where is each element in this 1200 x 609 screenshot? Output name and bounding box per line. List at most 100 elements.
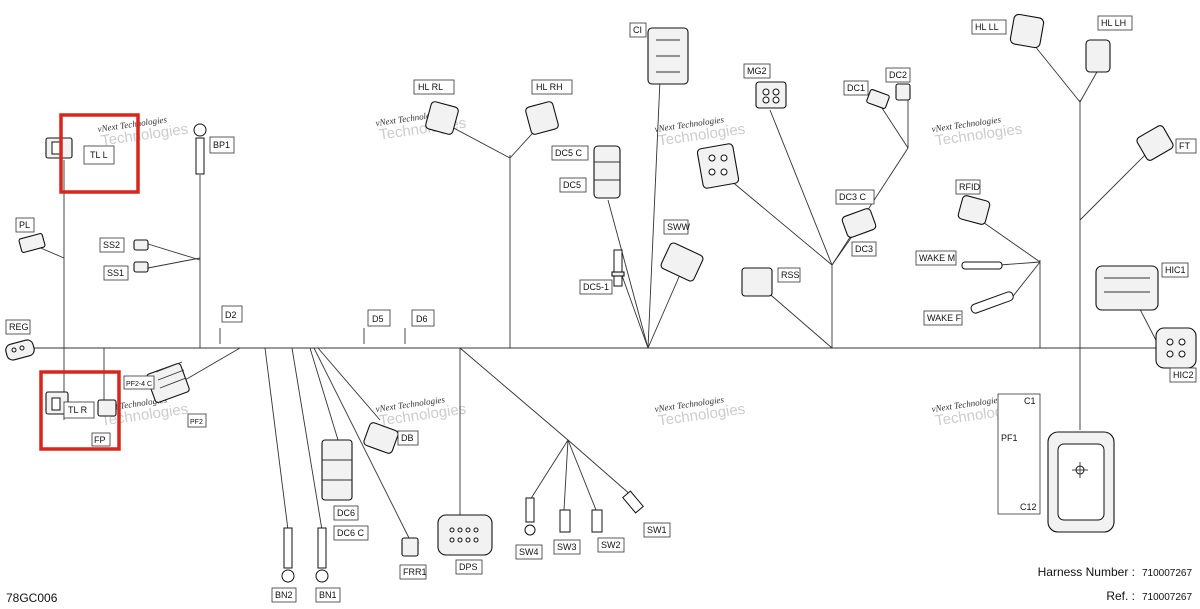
- connector-tl-l[interactable]: [45, 137, 73, 159]
- terminal-sw2[interactable]: [591, 509, 603, 533]
- connector-sww[interactable]: [660, 242, 704, 283]
- connector-db[interactable]: [363, 422, 399, 455]
- diagram-code: 78GC006: [6, 591, 58, 605]
- wire-pf2: [184, 347, 241, 381]
- label-sw1: SW1: [647, 525, 667, 535]
- wire-sw2: [567, 439, 597, 511]
- wire-hl-ll: [1029, 39, 1081, 103]
- terminal-dc5-1[interactable]: [611, 249, 625, 287]
- connector-mg[interactable]: [696, 143, 740, 189]
- terminal-bn2[interactable]: [281, 527, 295, 583]
- harness-number-label: Harness Number :: [1038, 565, 1135, 579]
- label-pf2: PF2: [190, 419, 203, 426]
- connector-pl[interactable]: [18, 233, 46, 253]
- label-rss: RSS: [781, 270, 800, 280]
- label-dps: DPS: [459, 562, 478, 572]
- wire-hl-lh: [1079, 69, 1099, 103]
- wire-sw3: [563, 439, 569, 511]
- label-box: [643, 522, 671, 538]
- connector-dc1[interactable]: [866, 89, 890, 109]
- wire-wake-m: [999, 261, 1041, 266]
- label-box: [399, 564, 427, 580]
- labels: TL L BP1 PL SS2 SS1 REG D2 TL R FP PF2-4…: [5, 15, 1197, 603]
- connector-hl-rh[interactable]: [525, 101, 559, 135]
- connector-tl-r[interactable]: [45, 391, 69, 415]
- connector-mg2[interactable]: [755, 81, 787, 109]
- connector-ss2[interactable]: [133, 239, 149, 251]
- label-dc6: DC6: [337, 508, 355, 518]
- wire-dc5-1: [619, 269, 649, 349]
- label-dc1: DC1: [847, 83, 865, 93]
- label-dc6-c: DC6 C: [337, 528, 365, 538]
- connector-hl-lh[interactable]: [1085, 39, 1111, 73]
- label-box: [559, 177, 587, 193]
- connector-dc2[interactable]: [895, 83, 911, 101]
- connector-ss1[interactable]: [133, 261, 149, 273]
- label-box: [1169, 367, 1197, 383]
- connector-ci[interactable]: [647, 27, 689, 85]
- label-box: [629, 22, 647, 38]
- connector-hic1[interactable]: [1095, 265, 1159, 311]
- wire-sw4: [529, 439, 569, 501]
- label-hl-rl: HL RL: [418, 82, 443, 92]
- harness-number-value: 710007267: [1142, 568, 1192, 579]
- connector-dc5[interactable]: [593, 145, 621, 199]
- connector-ft[interactable]: [1136, 124, 1175, 162]
- label-box: [579, 279, 613, 295]
- connector-dc6[interactable]: [321, 439, 353, 501]
- label-box: [333, 505, 359, 521]
- label-box: [5, 319, 31, 335]
- label-box: [1175, 138, 1197, 154]
- connector-reg[interactable]: [4, 339, 35, 362]
- connector-hl-ll[interactable]: [1009, 13, 1045, 49]
- label-dc3-c: DC3 C: [839, 192, 867, 202]
- connector-rss[interactable]: [741, 267, 773, 297]
- label-hl-ll: HL LL: [975, 22, 999, 32]
- label-box: [851, 241, 877, 257]
- wire-rss: [764, 289, 833, 349]
- connector-dps[interactable]: [437, 514, 493, 556]
- terminal-wake-m[interactable]: [961, 261, 1003, 270]
- connector-pf1[interactable]: [1047, 431, 1115, 533]
- terminal-sw1[interactable]: [622, 490, 644, 514]
- label-box: [843, 80, 869, 96]
- connector-rfid[interactable]: [957, 195, 991, 225]
- label-box: [1161, 262, 1189, 278]
- label-box: [63, 401, 95, 419]
- label-box: [597, 537, 625, 553]
- label-box: [333, 525, 369, 541]
- label-box: [187, 413, 207, 428]
- label-box: [885, 67, 911, 83]
- terminal-bn1[interactable]: [315, 527, 329, 583]
- label-d2: D2: [225, 310, 237, 320]
- label-pf1: PF1: [1001, 433, 1018, 443]
- wires: [28, 39, 1170, 541]
- terminal-sw4[interactable]: [524, 497, 536, 536]
- label-reg: REG: [9, 322, 29, 332]
- label-ci: CI: [633, 25, 642, 35]
- terminal-wake-f[interactable]: [970, 291, 1014, 315]
- label-box: [531, 79, 573, 95]
- connectors: [4, 13, 1197, 583]
- terminal-sw3[interactable]: [559, 509, 571, 533]
- terminal-bp1[interactable]: [193, 123, 207, 175]
- connector-dc3[interactable]: [841, 208, 877, 239]
- label-sw2: SW2: [601, 540, 621, 550]
- label-box: [923, 310, 963, 326]
- connector-frr1[interactable]: [401, 537, 419, 557]
- label-dc5-c: DC5 C: [555, 148, 583, 158]
- label-dc5-1: DC5-1: [583, 282, 609, 292]
- wire-rfid: [979, 219, 1041, 263]
- label-dc2: DC2: [889, 70, 907, 80]
- label-box: [971, 19, 1007, 35]
- connector-hic2[interactable]: [1155, 327, 1197, 369]
- connector-hl-rl[interactable]: [425, 101, 459, 135]
- connector-fp[interactable]: [97, 399, 117, 417]
- label-box: [397, 430, 419, 446]
- label-sww: SWW: [667, 222, 690, 232]
- label-sw3: SW3: [557, 542, 577, 552]
- wire-db: [317, 347, 381, 421]
- label-fp: FP: [94, 435, 106, 445]
- label-mg2: MG2: [747, 66, 767, 76]
- label-box: [83, 145, 115, 165]
